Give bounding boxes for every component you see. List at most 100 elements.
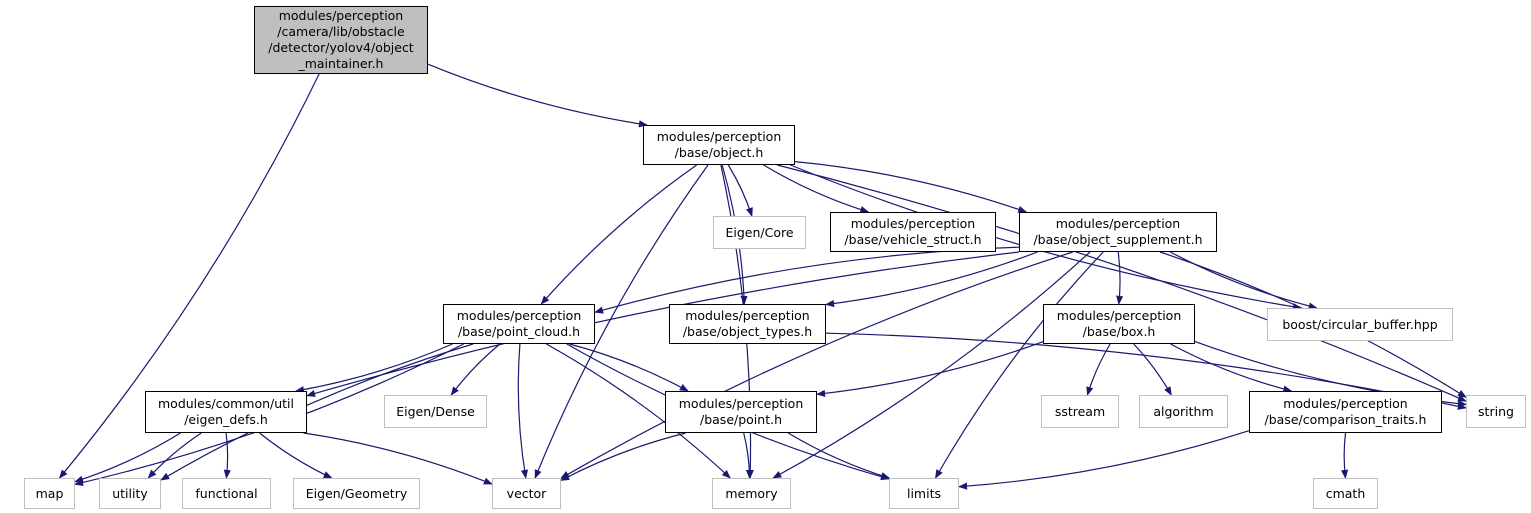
- node-vector: vector: [492, 478, 561, 509]
- edge-object_h-to-vector: [534, 164, 709, 479]
- node-label: map: [36, 486, 64, 502]
- edge-object_h-to-object_supplement_h: [794, 161, 1028, 213]
- node-label-line: /base/box.h: [1082, 324, 1156, 339]
- node-eigen-geometry: Eigen/Geometry: [293, 478, 420, 509]
- edge-point_cloud_h-to-eigen_defs_h: [295, 343, 453, 394]
- edge-point_cloud_h-to-eigen_dense: [450, 343, 501, 396]
- node-eigen-dense: Eigen/Dense: [384, 395, 487, 428]
- node-object-types-h[interactable]: modules/perception/base/object_types.h: [669, 304, 826, 344]
- edge-object_h-to-eigen_core: [727, 164, 753, 217]
- node-label: modules/common/util/eigen_defs.h: [158, 396, 294, 428]
- node-label: Eigen/Dense: [396, 404, 475, 420]
- edge-object_supplement_h-to-memory: [772, 251, 1091, 479]
- node-algorithm: algorithm: [1139, 395, 1228, 428]
- node-label-line: Eigen/Dense: [396, 403, 475, 419]
- node-functional: functional: [182, 478, 271, 509]
- node-label: utility: [112, 486, 148, 502]
- edge-point_h-to-memory: [743, 432, 754, 479]
- edge-object_supplement_h-to-limits: [934, 251, 1104, 479]
- node-limits: limits: [889, 478, 959, 509]
- edge-root-to-object_h: [427, 63, 648, 128]
- node-label-line: map: [35, 485, 64, 501]
- edge-root-to-map: [58, 73, 320, 479]
- node-label-line: /base/point.h: [700, 412, 782, 427]
- edge-object_supplement_h-to-eigen_defs_h: [306, 251, 1020, 397]
- edge-object_supplement_h-to-object_types_h: [825, 251, 1038, 308]
- node-boost-circular-buffer: boost/circular_buffer.hpp: [1267, 308, 1453, 341]
- node-label-line: /base/object.h: [674, 145, 764, 160]
- node-label-line: /detector/yolov4/object: [268, 40, 414, 55]
- node-label-line: limits: [906, 485, 941, 501]
- node-label-line: vector: [506, 485, 547, 501]
- node-label: algorithm: [1153, 404, 1213, 420]
- node-label-line: functional: [195, 485, 258, 501]
- node-string: string: [1466, 395, 1526, 428]
- node-cmath: cmath: [1313, 478, 1378, 509]
- node-label-line: modules/perception: [456, 308, 582, 323]
- node-label: modules/perception/base/point.h: [679, 396, 804, 428]
- edge-point_h-to-vector: [560, 432, 686, 481]
- node-label-line: modules/perception: [1056, 308, 1182, 323]
- node-label: vector: [507, 486, 547, 502]
- node-label-line: modules/perception: [1283, 396, 1408, 411]
- edge-object_h-to-point_cloud_h: [540, 164, 698, 305]
- node-label-line: boost/circular_buffer.hpp: [1282, 316, 1438, 332]
- node-point-cloud-h[interactable]: modules/perception/base/point_cloud.h: [443, 304, 595, 344]
- node-label: functional: [195, 486, 257, 502]
- node-eigen-defs-h[interactable]: modules/common/util/eigen_defs.h: [145, 391, 307, 433]
- node-comparison-traits-h[interactable]: modules/perception/base/comparison_trait…: [1249, 391, 1442, 433]
- node-utility: utility: [99, 478, 161, 509]
- node-label-line: modules/perception: [850, 216, 976, 231]
- node-label-line: utility: [112, 485, 148, 501]
- node-label-line: algorithm: [1153, 403, 1214, 419]
- node-label-line: modules/perception: [678, 396, 804, 411]
- edge-object_h-to-vehicle_struct_h: [763, 164, 870, 214]
- edge-box_h-to-algorithm: [1133, 343, 1172, 396]
- edge-object_supplement_h-to-boost_circular_buffer: [1170, 251, 1318, 310]
- node-label: modules/perception/base/object_types.h: [683, 308, 812, 340]
- node-label-line: Eigen/Geometry: [305, 485, 408, 501]
- node-eigen-core: Eigen/Core: [713, 216, 806, 249]
- node-object-h[interactable]: modules/perception/base/object.h: [643, 125, 795, 165]
- node-sstream: sstream: [1041, 395, 1119, 428]
- node-label-line: modules/perception: [656, 129, 782, 144]
- node-label: modules/perception/base/vehicle_struct.h: [844, 216, 981, 248]
- node-label: Eigen/Geometry: [306, 486, 407, 502]
- node-label-line: _maintainer.h: [298, 56, 384, 71]
- node-object-supplement-h[interactable]: modules/perception/base/object_supplemen…: [1019, 212, 1217, 252]
- edge-box_h-to-point_h: [816, 341, 1044, 397]
- node-label-line: /eigen_defs.h: [184, 412, 268, 427]
- node-label: modules/perception/base/object.h: [657, 129, 782, 161]
- node-point-h[interactable]: modules/perception/base/point.h: [665, 391, 817, 433]
- node-label-line: cmath: [1325, 485, 1366, 501]
- node-label-line: /base/comparison_traits.h: [1264, 412, 1427, 427]
- edge-point_cloud_h-to-memory: [546, 343, 731, 479]
- node-label: sstream: [1055, 404, 1105, 420]
- node-label: modules/perception/camera/lib/obstacle/d…: [268, 8, 413, 72]
- node-label: limits: [907, 486, 941, 502]
- edge-eigen_defs_h-to-map: [74, 432, 181, 483]
- node-object-maintainer-h: modules/perception/camera/lib/obstacle/d…: [254, 6, 428, 74]
- node-label: string: [1478, 404, 1514, 420]
- node-label-line: /base/object_types.h: [682, 324, 813, 339]
- edge-eigen_defs_h-to-vector: [303, 432, 493, 485]
- node-box-h[interactable]: modules/perception/base/box.h: [1043, 304, 1195, 344]
- edge-point_cloud_h-to-utility: [160, 343, 474, 481]
- node-label: memory: [725, 486, 777, 502]
- node-label-line: /camera/lib/obstacle: [277, 24, 405, 39]
- node-label-line: /base/vehicle_struct.h: [844, 232, 982, 247]
- node-label-line: string: [1478, 403, 1514, 419]
- node-label-line: /base/object_supplement.h: [1033, 232, 1203, 247]
- node-label: Eigen/Core: [725, 225, 793, 241]
- node-label: modules/perception/base/object_supplemen…: [1033, 216, 1202, 248]
- node-label-line: modules/perception: [278, 8, 404, 23]
- node-vehicle-struct-h[interactable]: modules/perception/base/vehicle_struct.h: [830, 212, 996, 252]
- node-label-line: /base/point_cloud.h: [457, 324, 581, 339]
- edge-eigen_defs_h-to-utility: [147, 432, 202, 479]
- edge-box_h-to-sstream: [1086, 343, 1111, 396]
- edge-point_h-to-limits: [787, 432, 891, 480]
- node-label-line: memory: [725, 485, 778, 501]
- node-label-line: sstream: [1054, 403, 1106, 419]
- edge-object_h-to-string: [777, 164, 1467, 402]
